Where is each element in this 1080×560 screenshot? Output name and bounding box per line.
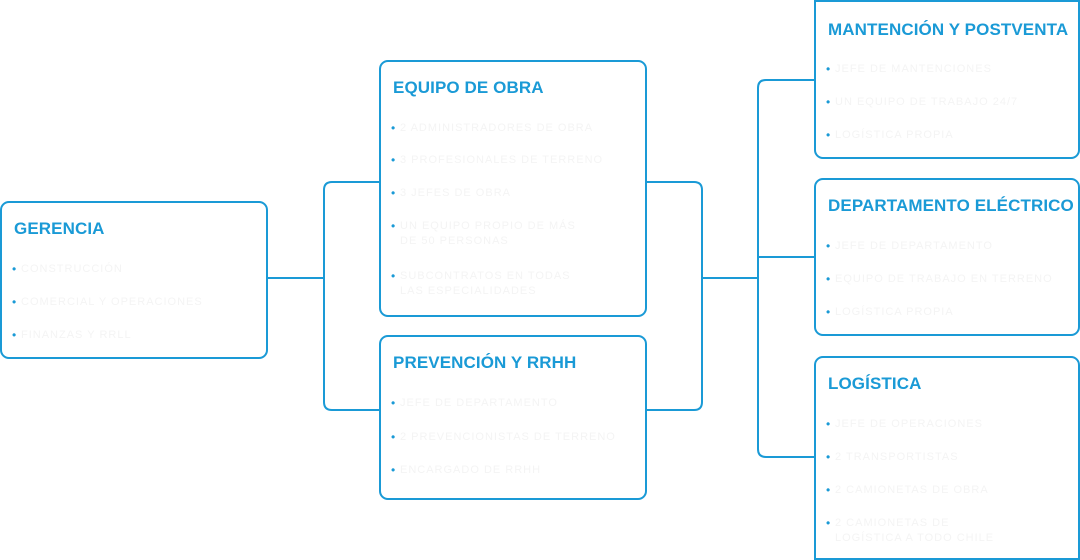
bullet-icon: • [12, 328, 18, 342]
bullet-icon: • [391, 153, 397, 167]
item-text: JEFE DE OPERACIONES [835, 418, 983, 430]
list-item: •2 PREVENCIONISTAS DE TERRENO [391, 430, 631, 445]
item-text: COMERCIAL Y OPERACIONES [21, 296, 203, 308]
bullet-icon: • [826, 450, 832, 464]
bullet-icon: • [391, 121, 397, 135]
logistica-items: •JEFE DE OPERACIONES •2 TRANSPORTISTAS •… [826, 358, 1064, 558]
mantencion-items: •JEFE DE MANTENCIONES •UN EQUIPO DE TRAB… [826, 2, 1064, 157]
bullet-icon: • [826, 305, 832, 319]
item-text: UN EQUIPO DE TRABAJO 24/7 [835, 96, 1019, 108]
equipo-obra-box: EQUIPO DE OBRA •2 ADMINISTRADORES DE OBR… [379, 60, 647, 317]
electrico-title: DEPARTAMENTO ELÉCTRICO [828, 196, 1074, 215]
list-item: •2 CAMIONETAS DE OBRA [826, 483, 1064, 498]
list-item: •3 PROFESIONALES DE TERRENO [391, 153, 631, 168]
list-item: •JEFE DE DEPARTAMENTO [391, 396, 631, 411]
list-item: •JEFE DE DEPARTAMENTO [826, 239, 1064, 254]
electrico-box: DEPARTAMENTO ELÉCTRICO •JEFE DE DEPARTAM… [814, 178, 1080, 336]
gerencia-title: GERENCIA [14, 219, 105, 238]
list-item: •ENCARGADO DE RRHH [391, 463, 631, 478]
bullet-icon: • [826, 417, 832, 431]
item-text: FINANZAS Y RRLL [21, 329, 132, 341]
gerencia-items: •CONSTRUCCIÓN •COMERCIAL Y OPERACIONES •… [12, 203, 252, 357]
logistica-box: LOGÍSTICA •JEFE DE OPERACIONES •2 TRANSP… [814, 356, 1080, 560]
bullet-icon: • [12, 295, 18, 309]
bullet-icon: • [391, 430, 397, 444]
bullet-icon: • [826, 128, 832, 142]
list-item: •LOGÍSTICA PROPIA [826, 128, 1064, 143]
bullet-icon: • [826, 95, 832, 109]
bullet-icon: • [12, 262, 18, 276]
list-item: •JEFE DE MANTENCIONES [826, 62, 1064, 77]
item-text: JEFE DE MANTENCIONES [835, 63, 992, 75]
list-item: •3 JEFES DE OBRA [391, 186, 631, 201]
item-text: 3 PROFESIONALES DE TERRENO [400, 154, 604, 166]
list-item: •UN EQUIPO DE TRABAJO 24/7 [826, 95, 1064, 110]
list-item: •2 TRANSPORTISTAS [826, 450, 1064, 465]
prevencion-box: PREVENCIÓN Y RRHH •JEFE DE DEPARTAMENTO … [379, 335, 647, 500]
equipo-obra-items: •2 ADMINISTRADORES DE OBRA •3 PROFESIONA… [391, 62, 631, 315]
bullet-icon: • [826, 272, 832, 286]
item-text: LOGÍSTICA PROPIA [835, 306, 954, 318]
list-item: •COMERCIAL Y OPERACIONES [12, 295, 252, 310]
bullet-icon: • [391, 269, 397, 283]
mantencion-box: MANTENCIÓN Y POSTVENTA •JEFE DE MANTENCI… [814, 0, 1080, 159]
list-item: •UN EQUIPO PROPIO DE MÁS DE 50 PERSONAS [391, 219, 591, 249]
bullet-icon: • [826, 62, 832, 76]
list-item: •JEFE DE OPERACIONES [826, 417, 1064, 432]
connector-bracket-right [757, 79, 815, 458]
item-text: LOGÍSTICA PROPIA [835, 129, 954, 141]
item-text: JEFE DE DEPARTAMENTO [835, 240, 993, 252]
list-item: •SUBCONTRATOS EN TODAS LAS ESPECIALIDADE… [391, 269, 591, 299]
logistica-title: LOGÍSTICA [828, 374, 922, 393]
item-text: 2 TRANSPORTISTAS [835, 451, 959, 463]
equipo-obra-title: EQUIPO DE OBRA [393, 78, 544, 97]
prevencion-title: PREVENCIÓN Y RRHH [393, 353, 577, 372]
bullet-icon: • [391, 396, 397, 410]
item-text: CONSTRUCCIÓN [21, 263, 123, 275]
list-item: •CONSTRUCCIÓN [12, 262, 252, 277]
item-text: SUBCONTRATOS EN TODAS LAS ESPECIALIDADES [400, 270, 571, 297]
item-text: 3 JEFES DE OBRA [400, 187, 511, 199]
item-text: JEFE DE DEPARTAMENTO [400, 397, 558, 409]
list-item: •FINANZAS Y RRLL [12, 328, 252, 343]
item-text: UN EQUIPO PROPIO DE MÁS DE 50 PERSONAS [400, 220, 576, 247]
bullet-icon: • [391, 463, 397, 477]
electrico-items: •JEFE DE DEPARTAMENTO •EQUIPO DE TRABAJO… [826, 180, 1064, 334]
item-text: 2 CAMIONETAS DE LOGÍSTICA A TODO CHILE [835, 517, 995, 544]
bullet-icon: • [826, 239, 832, 253]
bullet-icon: • [826, 483, 832, 497]
item-text: 2 ADMINISTRADORES DE OBRA [400, 122, 594, 134]
gerencia-box: GERENCIA •CONSTRUCCIÓN •COMERCIAL Y OPER… [0, 201, 268, 359]
bullet-icon: • [391, 219, 397, 233]
item-text: 2 CAMIONETAS DE OBRA [835, 484, 989, 496]
list-item: •2 CAMIONETAS DE LOGÍSTICA A TODO CHILE [826, 516, 1014, 546]
bullet-icon: • [391, 186, 397, 200]
list-item: •LOGÍSTICA PROPIA [826, 305, 1064, 320]
connector-bracket-middle [646, 181, 703, 411]
connector-bracket-left [323, 181, 380, 411]
list-item: •2 ADMINISTRADORES DE OBRA [391, 121, 631, 136]
item-text: EQUIPO DE TRABAJO EN TERRENO [835, 273, 1053, 285]
prevencion-items: •JEFE DE DEPARTAMENTO •2 PREVENCIONISTAS… [391, 337, 631, 498]
item-text: 2 PREVENCIONISTAS DE TERRENO [400, 431, 616, 443]
list-item: •EQUIPO DE TRABAJO EN TERRENO [826, 272, 1064, 287]
item-text: ENCARGADO DE RRHH [400, 464, 542, 476]
mantencion-title: MANTENCIÓN Y POSTVENTA [828, 20, 1069, 39]
bullet-icon: • [826, 516, 832, 530]
